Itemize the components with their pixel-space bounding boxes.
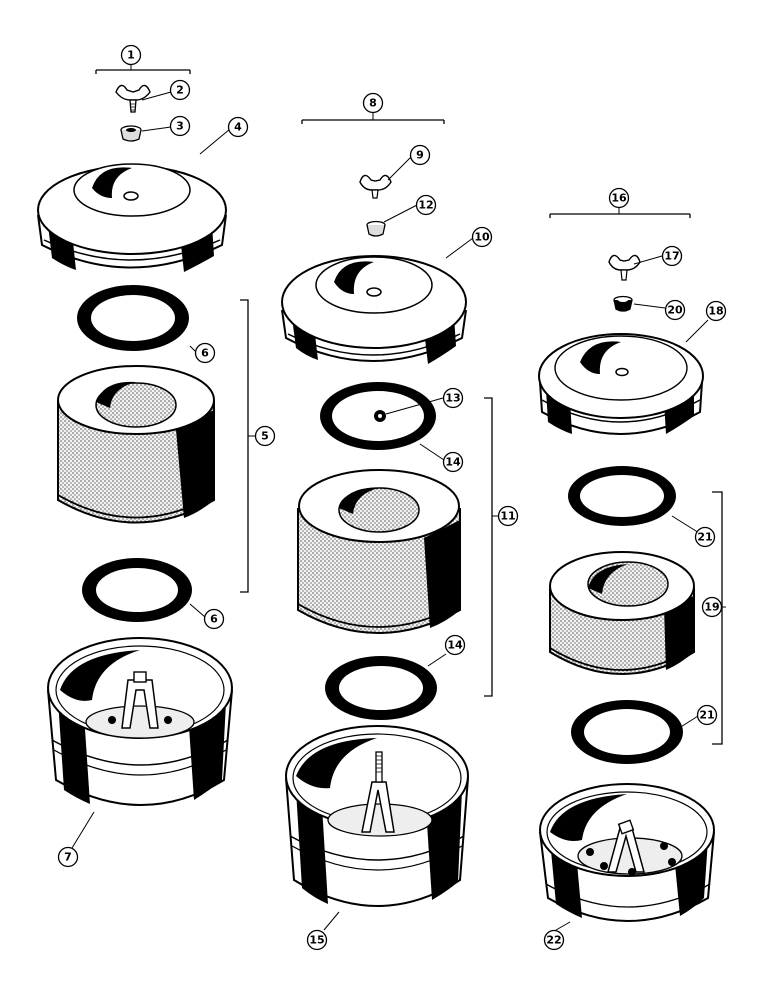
bracket-filter-5 <box>240 299 249 593</box>
grommet-icon <box>613 295 633 312</box>
callout-1: 1 <box>120 44 142 66</box>
svg-text:16: 16 <box>611 192 627 205</box>
cleaner-body-icon <box>539 783 715 922</box>
svg-text:21: 21 <box>697 531 712 544</box>
callout-17: 17 <box>661 245 683 267</box>
bracket-assembly-8 <box>301 119 445 124</box>
callout-22: 22 <box>543 929 565 951</box>
svg-text:13: 13 <box>445 392 460 405</box>
filter-element-icon <box>549 551 695 675</box>
callout-7: 7 <box>57 846 79 868</box>
wing-nut-icon <box>359 174 392 199</box>
cover-icon <box>37 163 227 272</box>
callout-21-bottom: 21 <box>696 704 718 726</box>
callout-14-bottom: 14 <box>444 634 466 656</box>
cover-icon <box>538 333 704 435</box>
cleaner-body-icon <box>285 725 469 907</box>
callout-20: 20 <box>664 299 686 321</box>
grommet-icon <box>120 125 142 142</box>
wing-nut-icon <box>608 254 641 281</box>
cleaner-body-icon <box>47 637 233 806</box>
filter-element-icon <box>57 365 215 524</box>
svg-text:8: 8 <box>369 97 377 110</box>
callout-8: 8 <box>362 92 384 114</box>
svg-text:4: 4 <box>234 121 242 134</box>
callout-3: 3 <box>169 115 191 137</box>
svg-text:6: 6 <box>210 613 218 626</box>
svg-text:21: 21 <box>699 709 714 722</box>
leader-lines <box>71 64 726 931</box>
callout-14-top: 14 <box>442 451 464 473</box>
svg-text:7: 7 <box>64 851 72 864</box>
svg-text:20: 20 <box>667 304 683 317</box>
wing-nut-icon <box>115 84 151 113</box>
svg-text:10: 10 <box>474 231 490 244</box>
seal-ring-icon <box>325 656 437 720</box>
svg-text:12: 12 <box>418 199 433 212</box>
callout-13: 13 <box>442 387 464 409</box>
seal-ring-icon <box>320 382 436 450</box>
svg-text:2: 2 <box>176 84 184 97</box>
bracket-filter-19 <box>712 491 723 745</box>
filter-element-icon <box>297 469 461 634</box>
callout-16: 16 <box>608 187 630 209</box>
svg-text:22: 22 <box>546 934 561 947</box>
seal-ring-icon <box>82 558 192 622</box>
callout-5: 5 <box>254 425 276 447</box>
callout-6-bottom: 6 <box>203 608 225 630</box>
callout-18: 18 <box>705 300 727 322</box>
svg-text:9: 9 <box>416 149 424 162</box>
svg-text:19: 19 <box>704 601 719 614</box>
cover-icon <box>281 255 467 364</box>
callout-4: 4 <box>227 116 249 138</box>
svg-text:5: 5 <box>261 430 269 443</box>
svg-text:11: 11 <box>500 510 515 523</box>
svg-text:18: 18 <box>708 305 723 318</box>
callout-15: 15 <box>306 929 328 951</box>
callout-6-top: 6 <box>194 342 216 364</box>
svg-text:15: 15 <box>309 934 324 947</box>
callout-21-top: 21 <box>694 526 716 548</box>
seal-ring-icon <box>571 700 683 764</box>
svg-text:3: 3 <box>176 120 184 133</box>
svg-text:1: 1 <box>127 49 135 62</box>
svg-text:14: 14 <box>447 639 463 652</box>
callout-9: 9 <box>409 144 431 166</box>
bracket-filter-11 <box>484 397 493 697</box>
seal-ring-icon <box>77 285 189 351</box>
callout-12: 12 <box>415 194 437 216</box>
seal-ring-icon <box>568 466 676 526</box>
callout-2: 2 <box>169 79 191 101</box>
svg-text:6: 6 <box>201 347 209 360</box>
grommet-icon <box>366 220 386 237</box>
svg-text:17: 17 <box>664 250 679 263</box>
svg-text:14: 14 <box>445 456 461 469</box>
bracket-assembly-1 <box>95 69 191 74</box>
callout-10: 10 <box>471 226 493 248</box>
callout-19: 19 <box>701 596 723 618</box>
bracket-assembly-16 <box>549 213 691 218</box>
callout-11: 11 <box>497 505 519 527</box>
